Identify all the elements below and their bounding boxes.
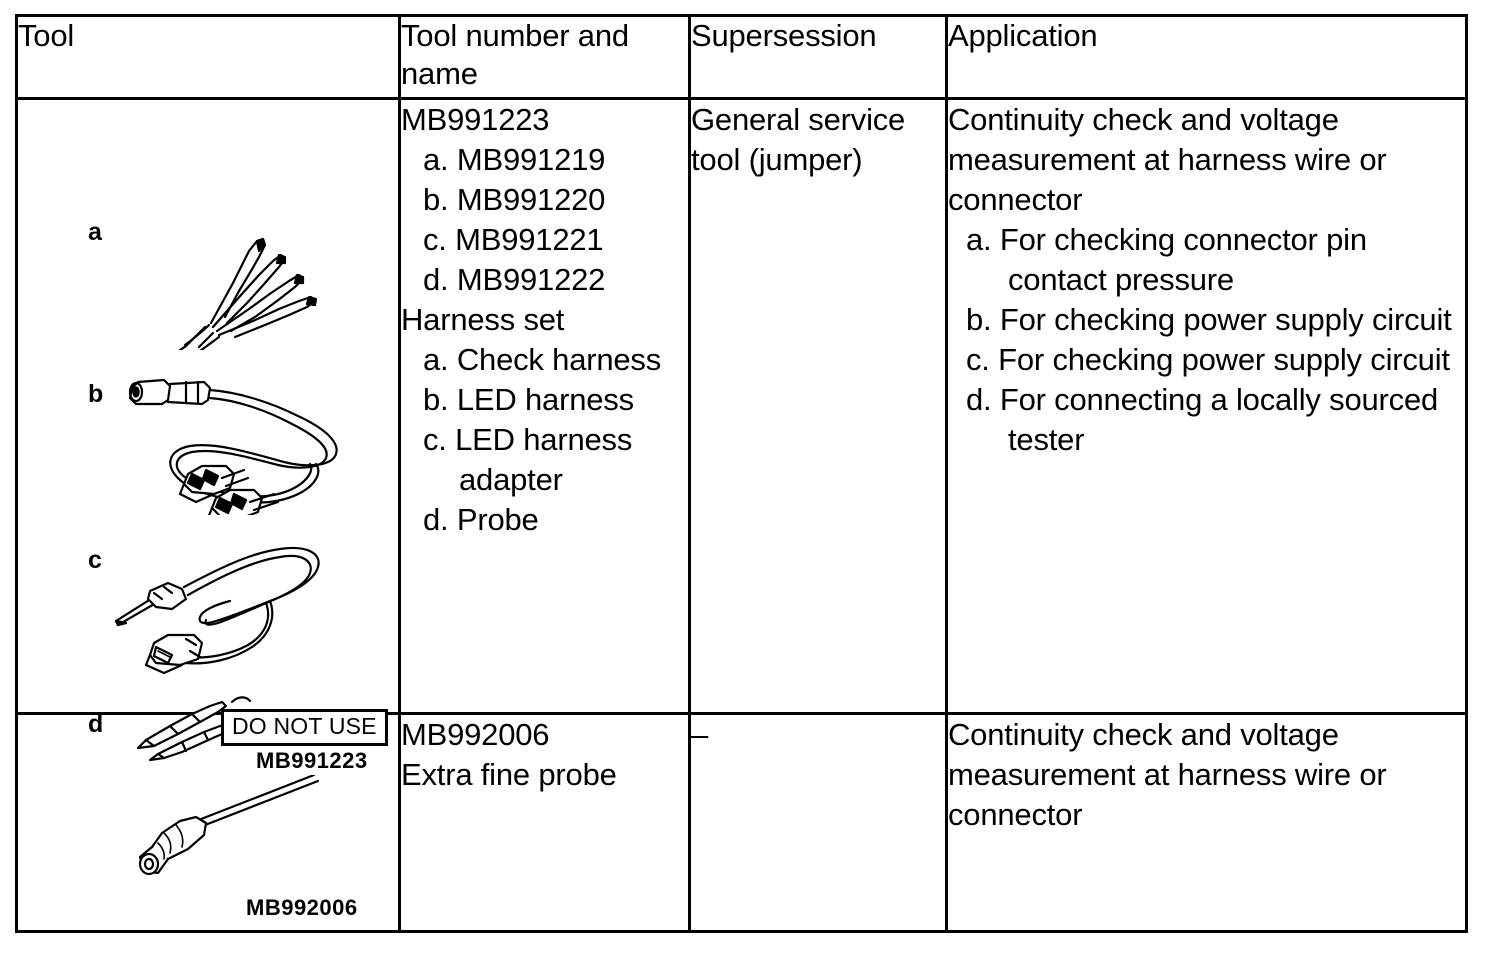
column-header-application-label: Application: [948, 18, 1098, 53]
tool-name-item-a: a. Check harness: [423, 342, 662, 377]
tool-number-cell-mb992006: MB992006 Extra fine probe: [398, 712, 691, 933]
tool-number-item-a: a. MB991219: [423, 142, 606, 177]
column-header-tool-number: Tool number and name: [398, 14, 691, 100]
application-cell-mb992006: Continuity check and voltage measurement…: [945, 712, 1468, 933]
tool-number-title: MB991223: [401, 102, 550, 137]
application-item-b-text: b. For checking power supply circuit: [966, 302, 1452, 337]
figure-label-c: c: [88, 546, 102, 574]
tool-number-cell-mb991223: MB991223 a. MB991219 b. MB991220 c. MB99…: [398, 97, 691, 715]
supersession-text: –: [691, 717, 709, 752]
application-item-c-text: c. For checking power supply circuit: [966, 342, 1450, 377]
tool-number-title: MB992006: [401, 717, 550, 752]
extra-fine-probe-illustration: [118, 775, 328, 885]
tool-name-item-c-wrap: adapter: [459, 462, 563, 497]
column-header-supersession: Supersession: [688, 14, 948, 100]
column-header-application: Application: [945, 14, 1468, 100]
table-row: a: [15, 97, 1468, 772]
tool-name-item-b: b. LED harness: [423, 382, 634, 417]
figure-label-a: a: [88, 218, 102, 246]
column-header-tool-label: Tool: [18, 18, 75, 53]
application-item-d: d. For connecting a locally sourced test…: [948, 380, 1465, 460]
led-harness-adapter-illustration: [110, 535, 345, 680]
application-cell-mb991223: Continuity check and voltage measurement…: [945, 97, 1468, 715]
tool-caption-mb992006: MB992006: [246, 895, 358, 920]
application-intro: Continuity check and voltage measurement…: [948, 102, 1387, 217]
figure-label-b: b: [88, 380, 104, 408]
table-header-row: Tool Tool number and name Supersession A…: [15, 14, 1468, 100]
check-harness-illustration: [113, 205, 343, 350]
column-header-supersession-label: Supersession: [691, 18, 877, 53]
application-item-d-text: d. For connecting a locally sourced: [966, 382, 1439, 417]
application-intro: Continuity check and voltage measurement…: [948, 717, 1387, 832]
application-item-a-wrap: contact pressure: [1008, 262, 1234, 297]
tool-name-item-c: c. LED harness: [423, 422, 633, 457]
special-tools-table: Tool Tool number and name Supersession A…: [15, 14, 1468, 933]
table-row: MB992006 MB992006 Extra fine probe – Con…: [15, 712, 1468, 933]
tool-number-item-d: d. MB991222: [423, 262, 606, 297]
tool-number-item-b: b. MB991220: [423, 182, 606, 217]
tool-name-item-d: d. Probe: [423, 502, 539, 537]
tool-illustration-cell-mb992006: MB992006: [15, 712, 401, 933]
supersession-cell-mb991223: General service tool (jumper): [688, 97, 948, 715]
tool-illustration-cell-mb991223: a: [15, 97, 401, 772]
tool-name-subtitle: Harness set: [401, 302, 565, 337]
column-header-tool: Tool: [15, 14, 401, 100]
application-item-a: a. For checking connector pin contact pr…: [948, 220, 1465, 300]
application-item-c: c. For checking power supply circuit: [948, 340, 1465, 380]
application-item-a-text: a. For checking connector pin: [966, 222, 1367, 257]
supersession-cell-mb992006: –: [688, 712, 948, 933]
tool-number-item-c: c. MB991221: [423, 222, 604, 257]
supersession-text: General service tool (jumper): [691, 102, 906, 177]
tool-name-subtitle: Extra fine probe: [401, 757, 617, 792]
application-item-d-wrap: tester: [1008, 422, 1085, 457]
column-header-tool-number-label: Tool number and name: [401, 18, 629, 91]
led-harness-illustration: [118, 370, 358, 515]
application-item-b: b. For checking power supply circuit: [948, 300, 1465, 340]
